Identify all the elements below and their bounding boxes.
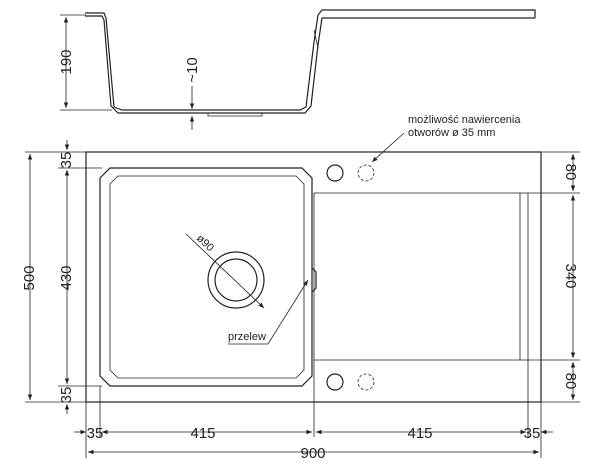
hole-note-leader [371,132,405,163]
bottom-dimensions: 35 415 415 35 900 [74,360,553,462]
dimension-total-depth-label: 500 [21,265,38,290]
dimension-bottom-left-label: 35 [87,425,104,442]
hole-note: możliwość nawiercenia otworów ø 35 mm [371,114,521,163]
side-section-view: 190 ~10 [58,9,536,130]
top-view: ø90 przelew [85,151,542,403]
side-profile-inner [85,15,535,114]
dimension-right-top-label: 80 [562,164,579,181]
overflow-label: przelew [228,331,266,343]
dimension-drainer-length-label: 340 [562,263,579,288]
drain-diameter-line [185,233,265,309]
drain-diameter-label: ø90 [194,232,216,254]
optional-hole-top [357,164,375,182]
tap-hole-top [326,164,344,182]
dimension-total-width-label: 900 [300,445,325,462]
drain-inner [214,258,258,302]
dimension-bowl-length-label: 430 [58,265,75,290]
dimension-bottom-offset-label: ~10 [184,57,201,82]
bowl-inner [109,175,305,379]
overflow-leader [228,279,309,345]
dimension-left-rim-bottom-label: 35 [58,387,75,404]
dimension-bottom-right-label: 35 [524,425,541,442]
sink-outline [85,151,542,403]
optional-hole-bottom [357,373,375,391]
bowl-outer [99,167,313,387]
side-profile-outer [85,9,536,111]
dimension-drainer-width-label: 415 [407,425,432,442]
hole-note-line2: otworów ø 35 mm [408,127,495,139]
overflow-slot [311,267,317,293]
drain-outer [207,251,265,309]
drainer-area [313,192,521,361]
side-overflow-line [313,29,319,49]
dimension-left-rim-top-label: 35 [58,152,75,169]
right-dimensions: 80 340 80 [528,151,580,403]
dimension-bowl-width-label: 415 [190,425,215,442]
tap-hole-bottom [326,373,344,391]
hole-note-line1: możliwość nawiercenia [408,114,521,126]
dimension-right-bottom-label: 80 [562,373,579,390]
side-drain-outlet [207,113,263,117]
dimension-depth-label: 190 [58,49,75,74]
left-dimensions: 500 430 35 35 [21,140,102,414]
